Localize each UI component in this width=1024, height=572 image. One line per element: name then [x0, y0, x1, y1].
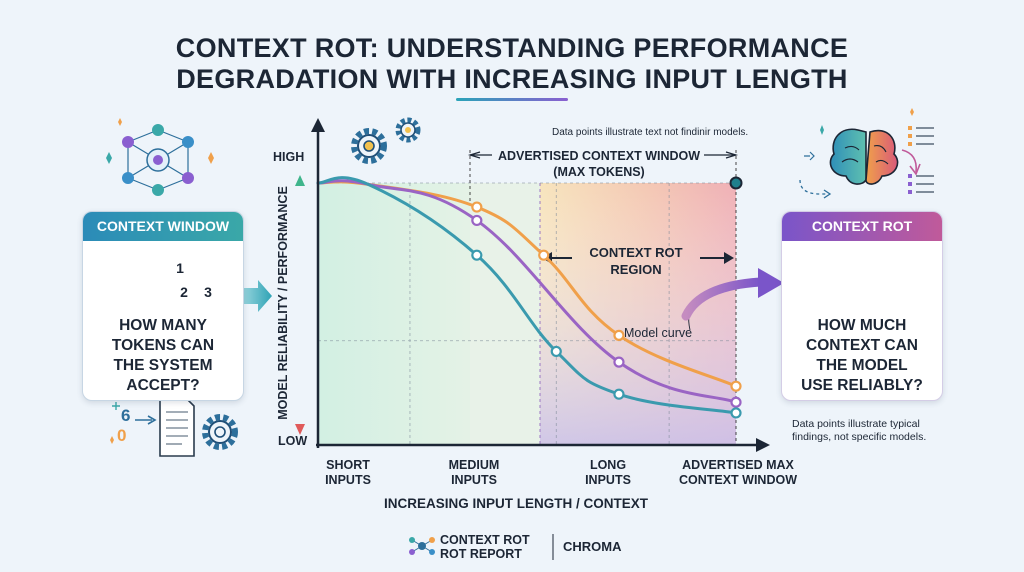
bottom-note-line-1: Data points illustrate typical	[792, 418, 920, 430]
top-note: Data points illustrate text not findinir…	[552, 127, 749, 138]
context-rot-question-line: HOW MUCH	[817, 317, 907, 334]
chart-gridlines	[318, 183, 736, 445]
advertised-window-label-1: ADVERTISED CONTEXT WINDOW	[497, 149, 701, 163]
title-line-1: CONTEXT ROT: UNDERSTANDING PERFORMANCE	[175, 33, 849, 63]
y-axis-low: LOW	[278, 434, 308, 448]
rot-region-label-1: CONTEXT ROT	[589, 245, 683, 260]
number-zero: 0	[117, 426, 127, 445]
chart-regions	[318, 183, 736, 445]
context-rot-card: CONTEXT ROT HOW MUCH CONTEXT CAN THE MOD…	[781, 211, 943, 401]
series-line	[316, 176, 738, 415]
data-point	[471, 201, 483, 213]
context-window-question: HOW MANY TOKENS CAN THE SYSTEM ACCEPT?	[83, 316, 243, 396]
right-flow-arrow	[681, 268, 784, 321]
chart-axes	[295, 118, 770, 452]
context-window-question-line: ACCEPT?	[126, 377, 200, 394]
rot-region-label-2: REGION	[610, 262, 662, 277]
x-label-short: SHORT INPUTS	[308, 458, 388, 488]
footer-logo-text: CONTEXT ROT ROT REPORT	[440, 533, 530, 561]
model-curve-label: Model curve	[624, 326, 693, 340]
context-window-question-line: TOKENS CAN	[111, 337, 215, 354]
title-line-2: DEGRADATION WITH INCREASING INPUT LENGTH	[176, 64, 848, 94]
block-number-1: 1	[176, 260, 184, 276]
x-label-short-2: INPUTS	[325, 473, 371, 487]
x-label-medium-2: INPUTS	[451, 473, 497, 487]
context-rot-card-header: CONTEXT ROT	[782, 212, 942, 241]
advertised-max-marker	[729, 176, 743, 190]
data-point	[730, 380, 742, 392]
x-axis-arrowhead	[756, 438, 770, 452]
data-point	[613, 329, 625, 341]
context-window-card: CONTEXT WINDOW HOW MANY TOKENS CAN THE S…	[82, 211, 244, 401]
context-rot-question-line: CONTEXT CAN	[806, 337, 918, 354]
x-label-long-2: INPUTS	[585, 473, 631, 487]
context-rot-region-shade	[540, 183, 736, 445]
context-rot-question: HOW MUCH CONTEXT CAN THE MODEL USE RELIA…	[782, 316, 942, 396]
data-point	[613, 388, 625, 400]
advertised-window-label: ADVERTISED CONTEXT WINDOW (MAX TOKENS)	[494, 148, 704, 180]
bottom-note: Data points illustrate typical findings,…	[792, 418, 926, 444]
y-axis-arrowhead	[311, 118, 325, 132]
early-region	[318, 183, 470, 445]
x-label-short-1: SHORT	[326, 458, 370, 472]
x-label-long: LONG INPUTS	[568, 458, 648, 488]
data-point	[471, 249, 483, 261]
x-label-medium: MEDIUM INPUTS	[434, 458, 514, 488]
context-window-question-line: THE SYSTEM	[113, 357, 213, 374]
x-label-long-1: LONG	[589, 458, 627, 472]
block-number-3: 3	[204, 284, 212, 300]
footer-logo-icon	[409, 537, 435, 555]
advertised-window-label-2: (MAX TOKENS)	[553, 165, 645, 179]
y-axis-label: MODEL RELIABILITY / PERFORMANCE	[276, 186, 290, 420]
neural-network-icon	[106, 118, 214, 196]
context-rot-question-line: THE MODEL	[816, 357, 908, 374]
data-point	[471, 214, 483, 227]
gears-icon	[351, 117, 421, 164]
footer-logo-line-1: CONTEXT ROT	[440, 533, 530, 547]
context-window-question-line: HOW MANY	[119, 317, 207, 334]
x-label-medium-1: MEDIUM	[448, 458, 500, 472]
rot-region-label: CONTEXT ROT REGION	[572, 244, 700, 278]
context-window-card-header: CONTEXT WINDOW	[83, 212, 243, 241]
bottom-note-line-2: findings, not specific models.	[792, 431, 927, 443]
brain-list-icon	[799, 108, 934, 199]
data-point	[550, 345, 562, 358]
y-axis-high: HIGH	[273, 150, 305, 164]
data-point	[730, 407, 742, 419]
advertised-window-bracket	[467, 150, 739, 445]
data-point	[730, 396, 742, 408]
data-point	[538, 249, 550, 261]
x-label-max: ADVERTISED MAX CONTEXT WINDOW	[666, 458, 810, 488]
number-six: 6	[121, 406, 131, 425]
block-number-2: 2	[180, 284, 188, 300]
medium-region	[470, 183, 540, 445]
title-underline	[456, 98, 568, 101]
context-rot-question-line: USE RELIABLY?	[801, 377, 923, 394]
footer-brand: CHROMA	[563, 539, 622, 554]
x-axis-label: INCREASING INPUT LENGTH / CONTEXT	[383, 496, 648, 511]
data-point	[613, 356, 625, 368]
chart-series	[316, 176, 743, 419]
x-label-max-2: CONTEXT WINDOW	[678, 473, 798, 487]
x-label-max-1: ADVERTISED MAX	[682, 458, 794, 472]
document-gear-icon	[110, 395, 238, 457]
footer-logo-line-2: ROT REPORT	[440, 547, 522, 561]
